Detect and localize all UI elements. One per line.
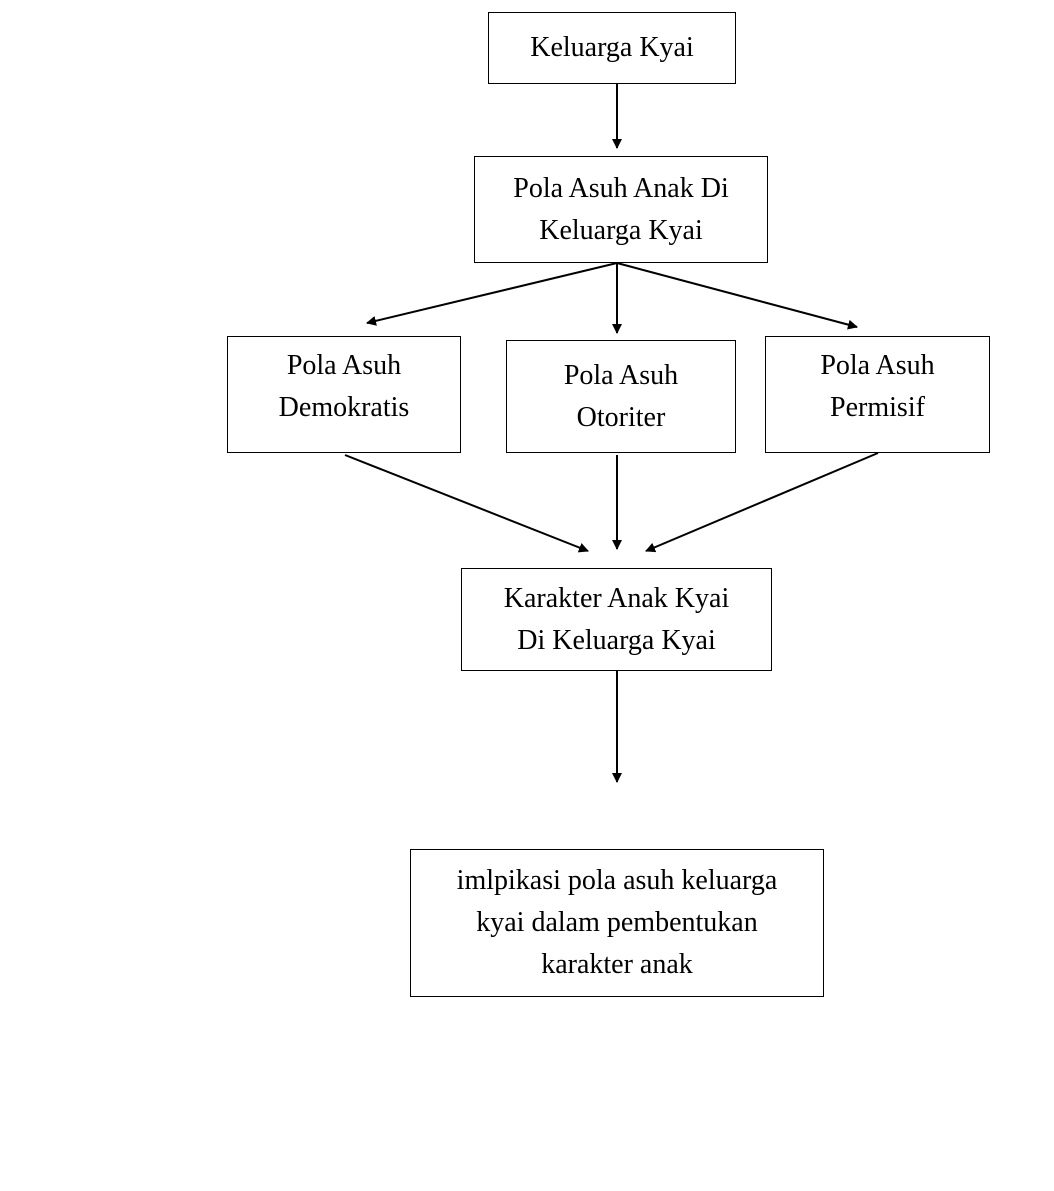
node-implikasi-line-3: karakter anak xyxy=(541,949,693,980)
node-permisif-line-2: Permisif xyxy=(830,391,925,423)
node-permisif-line-1: Pola Asuh xyxy=(820,349,935,381)
arrow-pola-to-demokratis xyxy=(366,262,618,326)
node-karakter-line-2: Di Keluarga Kyai xyxy=(517,624,716,656)
node-implikasi-line-1: imlpikasi pola asuh keluarga xyxy=(456,865,778,896)
node-keluarga-kyai: Keluarga Kyai xyxy=(488,12,736,84)
node-implikasi: imlpikasi pola asuh keluarga kyai dalam … xyxy=(410,849,824,997)
node-otoriter-line-1: Pola Asuh xyxy=(563,359,679,391)
arrow-permisif-to-karakter xyxy=(645,452,879,553)
node-otoriter-line-2: Otoriter xyxy=(576,401,666,433)
node-pola-asuh-demokratis: Pola Asuh Demokratis xyxy=(227,336,461,453)
node-karakter-line-1: Karakter Anak Kyai xyxy=(503,582,730,614)
node-pola-asuh-otoriter: Pola Asuh Otoriter xyxy=(506,340,736,453)
node-demokratis-line-2: Demokratis xyxy=(278,391,410,423)
node-pola-asuh-permisif: Pola Asuh Permisif xyxy=(765,336,990,453)
node-implikasi-line-2: kyai dalam pembentukan xyxy=(476,907,758,938)
node-karakter-anak-kyai: Karakter Anak Kyai Di Keluarga Kyai xyxy=(461,568,772,671)
node-pola-asuh-anak-line-2: Keluarga Kyai xyxy=(539,214,703,246)
node-pola-asuh-anak: Pola Asuh Anak Di Keluarga Kyai xyxy=(474,156,768,263)
arrow-pola-to-permisif xyxy=(616,262,858,330)
node-keluarga-kyai-label: Keluarga Kyai xyxy=(530,32,694,63)
node-demokratis-line-1: Pola Asuh xyxy=(286,349,402,381)
node-pola-asuh-anak-line-1: Pola Asuh Anak Di xyxy=(513,172,729,204)
arrow-demokratis-to-karakter xyxy=(344,454,589,553)
